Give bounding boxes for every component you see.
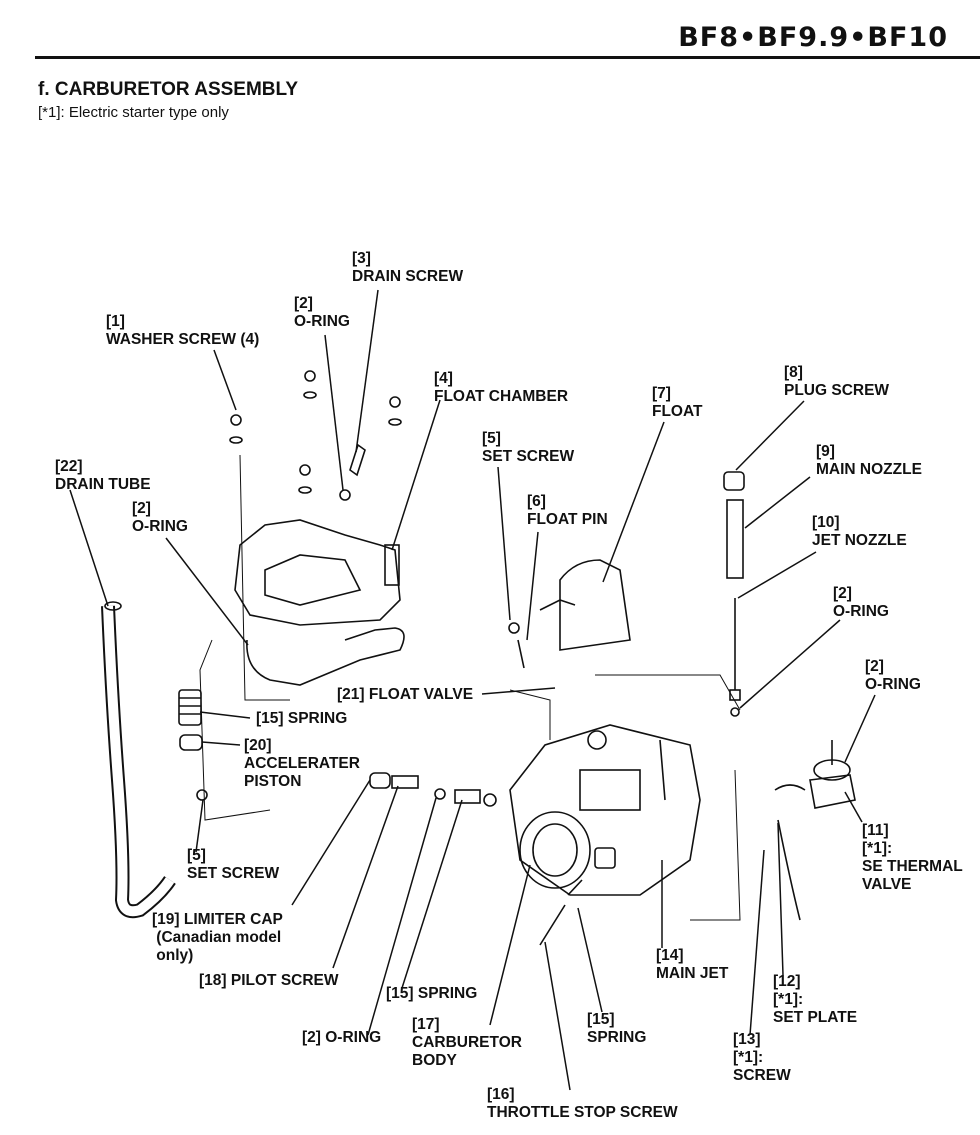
label-washer-screw: [1] WASHER SCREW (4)	[106, 313, 260, 348]
label-float-chamber: [4] FLOAT CHAMBER	[434, 370, 569, 405]
carburetor-body-part	[509, 724, 701, 896]
label-o-ring-right-1: [2] O-RING	[833, 585, 889, 620]
label-o-ring-bottom: [2] O-RING	[302, 1029, 382, 1046]
label-o-ring-top: [2] O-RING	[294, 295, 350, 330]
leader-lines	[69, 289, 876, 1091]
label-accelerater-piston: [20] ACCELERATER PISTON	[244, 737, 360, 790]
section-note: [*1]: Electric starter type only	[38, 104, 229, 121]
label-drain-tube: [22] DRAIN TUBE	[55, 458, 151, 493]
header-rule	[35, 56, 980, 59]
float-part	[508, 559, 631, 669]
pilot-screw-parts	[369, 772, 583, 946]
label-float-pin: [6] FLOAT PIN	[527, 493, 608, 528]
model-header: BF8•BF9.9•BF10	[678, 22, 948, 53]
screws-top	[229, 370, 402, 501]
label-set-screw-mid: [5] SET SCREW	[482, 430, 575, 465]
label-float: [7] FLOAT	[652, 385, 703, 420]
thermal-valve-part	[774, 740, 856, 921]
label-drain-screw: [3] DRAIN SCREW	[352, 250, 464, 285]
label-o-ring-left: [2] O-RING	[132, 500, 188, 535]
label-screw: [13] [*1]: SCREW	[733, 1031, 791, 1084]
nozzle-parts	[723, 471, 745, 717]
label-main-jet: [14] MAIN JET	[656, 947, 729, 982]
label-main-nozzle: [9] MAIN NOZZLE	[816, 443, 922, 478]
label-spring-mid: [15] SPRING	[386, 985, 478, 1002]
dashed-lines	[199, 454, 741, 921]
label-spring-left: [15] SPRING	[256, 710, 348, 727]
label-throttle-stop-screw: [16] THROTTLE STOP SCREW	[487, 1086, 678, 1121]
section-title: f. CARBURETOR ASSEMBLY	[38, 79, 299, 100]
label-spring-lower: [15] SPRING	[587, 1011, 647, 1046]
label-pilot-screw: [18] PILOT SCREW	[199, 972, 339, 989]
label-carburetor-body: [17] CARBURETOR BODY	[412, 1016, 522, 1069]
label-jet-nozzle: [10] JET NOZZLE	[812, 514, 907, 549]
label-set-plate: [12] [*1]: SET PLATE	[773, 973, 858, 1026]
label-float-valve: [21] FLOAT VALVE	[337, 686, 474, 703]
float-chamber-part	[234, 519, 405, 686]
label-plug-screw: [8] PLUG SCREW	[784, 364, 890, 399]
label-o-ring-right-2: [2] O-RING	[865, 658, 921, 693]
label-limiter-cap: [19] LIMITER CAP (Canadian model only)	[152, 911, 283, 964]
label-se-thermal-valve: [11] [*1]: SE THERMAL VALVE	[862, 822, 963, 893]
drain-tube-part	[101, 601, 176, 919]
label-set-screw-left: [5] SET SCREW	[187, 847, 280, 882]
